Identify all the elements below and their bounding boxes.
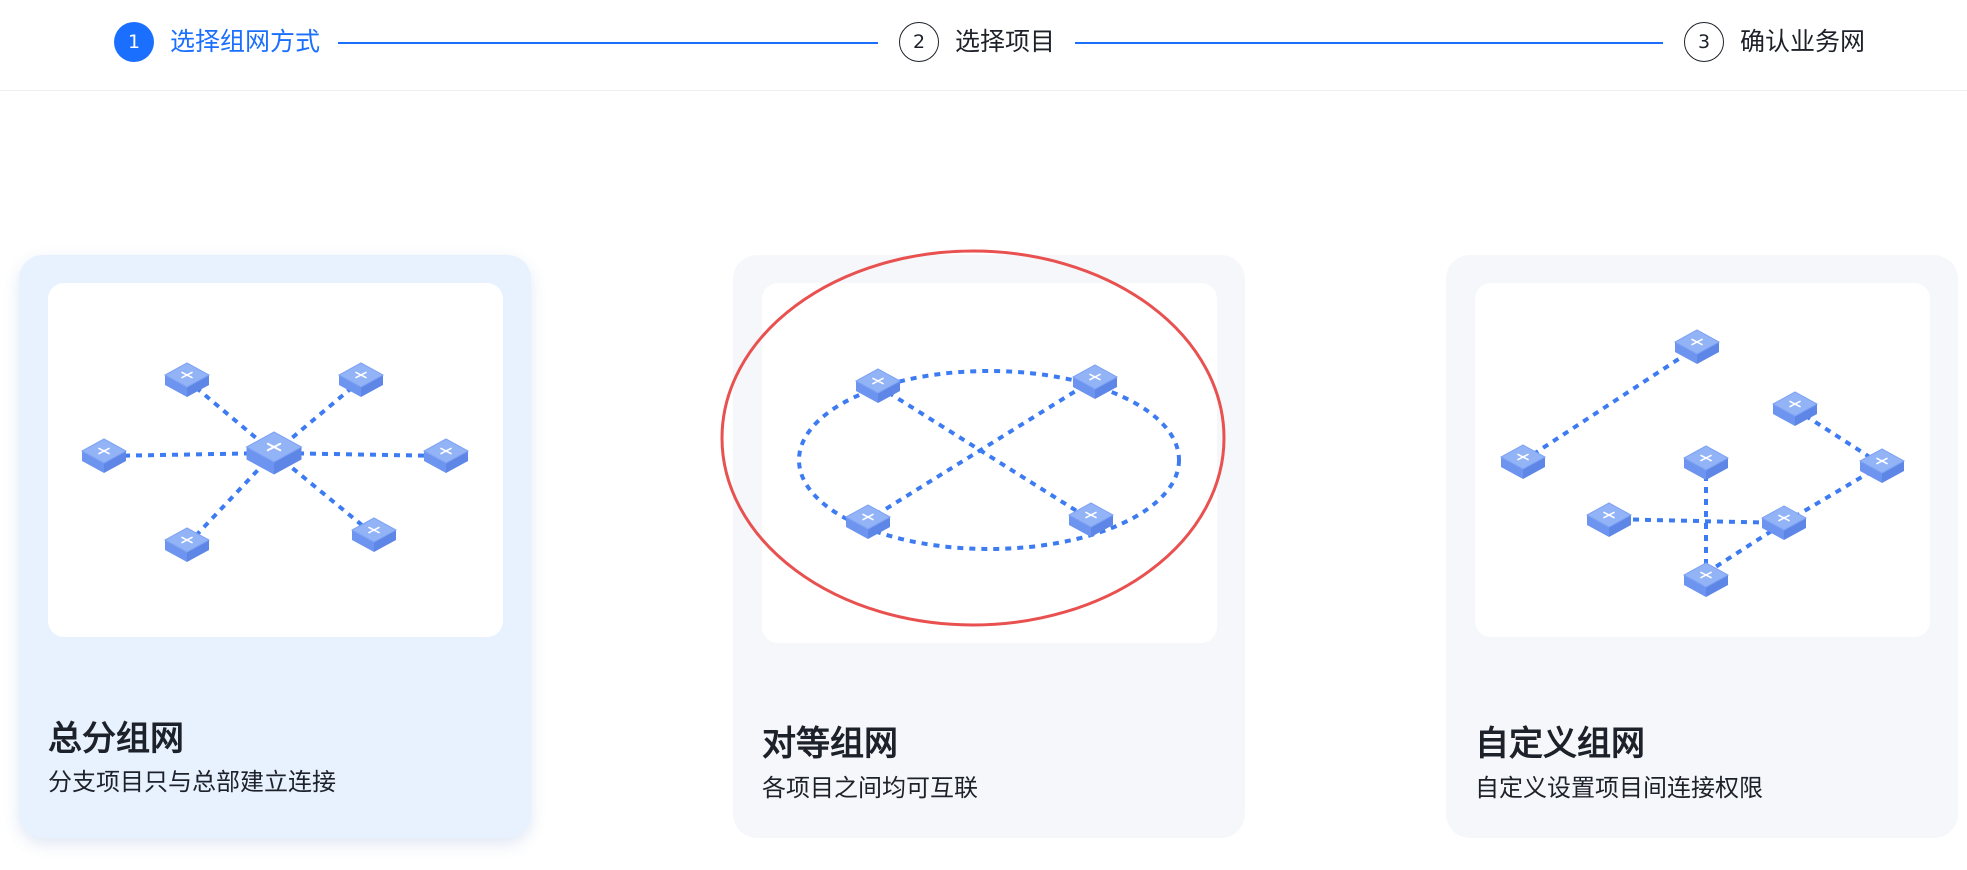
step-progress-bar: 1 选择组网方式 2 选择项目 3 确认业务网 xyxy=(0,0,1967,91)
custom-network-icon xyxy=(1475,283,1930,637)
network-device-icon xyxy=(1682,562,1730,597)
network-device-icon xyxy=(163,527,211,562)
step-connector-2 xyxy=(1075,42,1663,44)
step-2-indicator: 2 xyxy=(899,22,939,62)
option-card-hub-spoke[interactable]: 总分组网 分支项目只与总部建立连接 xyxy=(19,255,531,838)
option-title: 对等组网 xyxy=(762,724,898,764)
step-connector-1 xyxy=(338,42,878,44)
network-device-icon xyxy=(350,517,398,552)
step-2-label: 选择项目 xyxy=(955,27,1056,56)
network-device-icon xyxy=(80,438,128,473)
option-description: 各项目之间均可互联 xyxy=(762,774,978,802)
step-3-number: 3 xyxy=(1697,31,1711,53)
option-card-custom[interactable]: 自定义组网 自定义设置项目间连接权限 xyxy=(1446,255,1958,838)
network-device-icon xyxy=(163,362,211,397)
step-3-label: 确认业务网 xyxy=(1740,27,1866,56)
network-device-icon xyxy=(422,438,470,473)
network-device-icon xyxy=(854,368,902,403)
network-device-icon xyxy=(1585,502,1633,537)
option-title: 总分组网 xyxy=(48,719,184,759)
network-device-icon xyxy=(1499,444,1547,479)
step-3-indicator: 3 xyxy=(1684,22,1724,62)
step-1-number: 1 xyxy=(127,31,141,53)
network-device-icon xyxy=(337,362,385,397)
network-device-icon xyxy=(1682,445,1730,480)
network-device-icon xyxy=(844,504,892,539)
step-2-number: 2 xyxy=(912,31,926,53)
peer-network-icon xyxy=(762,283,1217,643)
network-device-icon xyxy=(1760,505,1808,540)
option-description: 自定义设置项目间连接权限 xyxy=(1475,774,1763,802)
network-device-icon xyxy=(1858,448,1906,483)
network-device-icon xyxy=(1071,364,1119,399)
option-title: 自定义组网 xyxy=(1475,724,1645,764)
option-card-peer[interactable]: 对等组网 各项目之间均可互联 xyxy=(733,255,1245,838)
step-1-label: 选择组网方式 xyxy=(170,27,321,56)
option-description: 分支项目只与总部建立连接 xyxy=(48,768,336,796)
network-device-icon xyxy=(1673,329,1721,364)
network-device-icon xyxy=(245,431,303,475)
hub-and-spoke-network-icon xyxy=(48,283,503,637)
step-1-indicator: 1 xyxy=(114,22,154,62)
network-device-icon xyxy=(1771,391,1819,426)
